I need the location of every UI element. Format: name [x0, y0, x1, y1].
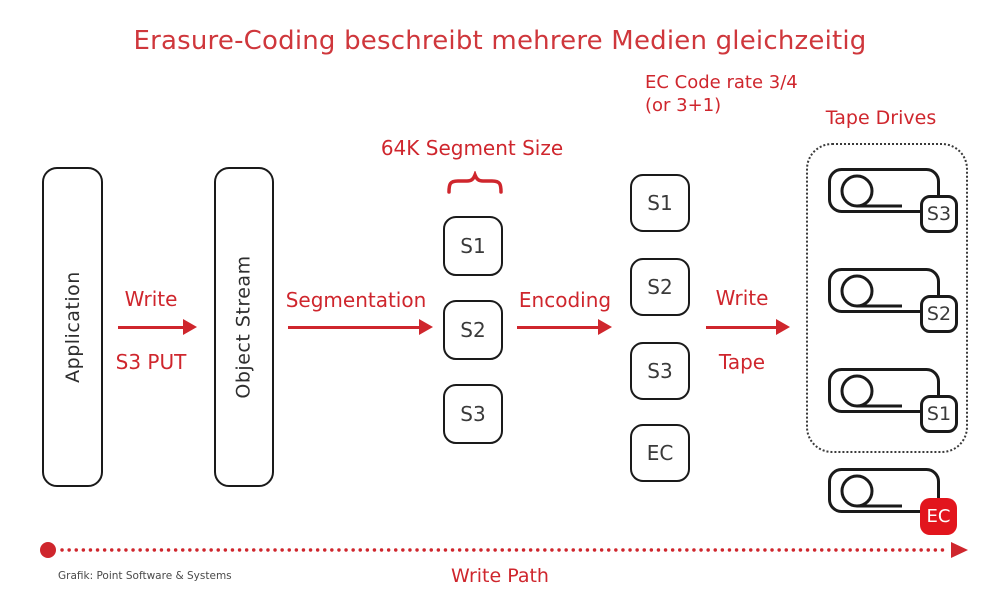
- segment-box-s1: S1: [443, 216, 503, 276]
- flow-arrow-tape-icon: [706, 319, 790, 335]
- tape-drive-ec: EC: [828, 468, 957, 535]
- write-label-1: Write: [124, 287, 178, 311]
- segment-size-label: 64K Segment Size: [380, 136, 564, 160]
- encoded-box-s3: S3: [630, 342, 690, 400]
- s3-put-label: S3 PUT: [115, 350, 187, 374]
- encoded-box-s1: S1: [630, 174, 690, 232]
- encoded-box-s2: S2: [630, 258, 690, 316]
- tape-drives-label: Tape Drives: [825, 107, 937, 129]
- tape-drive-1: S3: [828, 168, 958, 233]
- ec-code-rate-label: EC Code rate 3/4 (or 3+1): [645, 71, 798, 117]
- segment-box-s2-label: S2: [460, 318, 486, 342]
- encoded-box-s3-label: S3: [647, 359, 673, 383]
- object-stream-label: Object Stream: [233, 255, 256, 399]
- segment-box-s1-label: S1: [460, 234, 486, 258]
- encoded-box-ec-label: EC: [646, 441, 674, 465]
- brace-icon: [447, 171, 503, 194]
- application-node: Application: [42, 167, 103, 487]
- tape-drive-2: S2: [828, 268, 958, 333]
- encoding-label: Encoding: [518, 288, 612, 312]
- flow-arrow-encoding-icon: [517, 319, 612, 335]
- tape-drive-icon: [828, 268, 940, 313]
- tape-drive-icon: [828, 368, 940, 413]
- ec-code-rate-line1: EC Code rate 3/4: [645, 72, 798, 93]
- caption: Grafik: Point Software & Systems: [58, 570, 232, 582]
- drive-badge-s3-label: S3: [926, 203, 952, 225]
- tape-label: Tape: [718, 350, 766, 374]
- segment-box-s2: S2: [443, 300, 503, 360]
- tape-drive-icon: [828, 468, 940, 513]
- encoded-box-s1-label: S1: [647, 191, 673, 215]
- tape-drive-3: S1: [828, 368, 958, 433]
- write-path-arrow-icon: [40, 542, 968, 558]
- tape-drives-container: [806, 143, 968, 453]
- encoded-box-ec: EC: [630, 424, 690, 482]
- flow-arrow-write-icon: [118, 319, 197, 335]
- write-label-2: Write: [715, 286, 769, 310]
- flow-arrow-segmentation-icon: [288, 319, 433, 335]
- object-stream-node: Object Stream: [214, 167, 274, 487]
- drive-badge-ec-label: EC: [926, 506, 951, 527]
- segmentation-label: Segmentation: [285, 288, 427, 312]
- tape-drive-icon: [828, 168, 940, 213]
- drive-badge-s2: S2: [920, 295, 958, 333]
- drive-badge-s2-label: S2: [926, 303, 952, 325]
- encoded-box-s2-label: S2: [647, 275, 673, 299]
- application-label: Application: [61, 271, 84, 383]
- segment-box-s3-label: S3: [460, 402, 486, 426]
- drive-badge-s1: S1: [920, 395, 958, 433]
- write-path-label: Write Path: [451, 565, 549, 587]
- diagram-title: Erasure-Coding beschreibt mehrere Medien…: [133, 26, 867, 56]
- drive-badge-s1-label: S1: [926, 403, 952, 425]
- drive-badge-s3: S3: [920, 195, 958, 233]
- ec-code-rate-line2: (or 3+1): [645, 95, 722, 116]
- segment-box-s3: S3: [443, 384, 503, 444]
- drive-badge-ec: EC: [920, 498, 957, 535]
